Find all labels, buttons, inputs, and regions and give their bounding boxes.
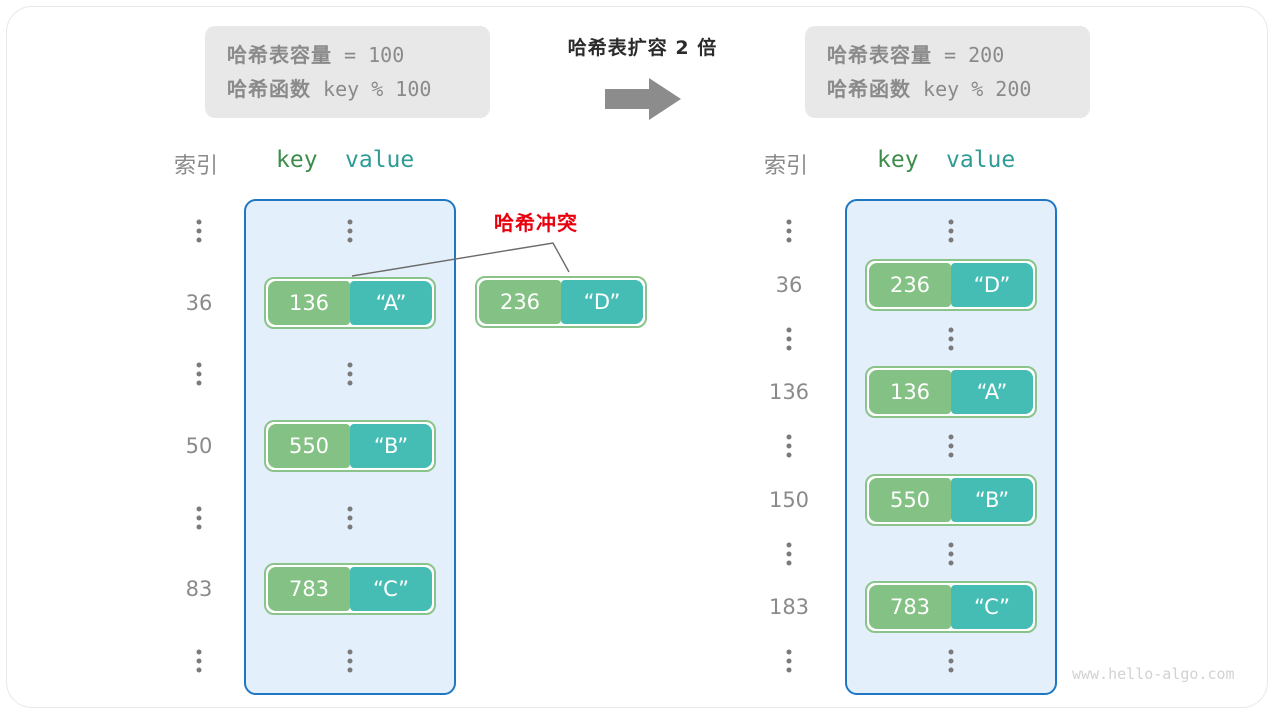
bucket-ellipsis — [347, 649, 353, 673]
bucket-entry-key: 783 — [268, 567, 350, 612]
header-index-right: 索引 — [764, 154, 809, 179]
header-value-right: value — [946, 147, 1016, 173]
index-ellipsis — [196, 649, 202, 673]
index-label: 83 — [185, 577, 213, 602]
bucket-entry-key: 550 — [869, 477, 951, 522]
colliding-entry-key: 236 — [479, 280, 561, 324]
bucket-entry-key: 136 — [869, 370, 951, 415]
index-label: 183 — [768, 595, 810, 620]
bucket-ellipsis — [347, 219, 353, 243]
bucket-entry[interactable]: 236“D” — [865, 258, 1037, 311]
watermark: www.hello-algo.com — [1072, 665, 1235, 683]
bucket-ellipsis — [948, 649, 954, 673]
bucket-entry-value: “B” — [350, 424, 432, 468]
diagram-title: 哈希表扩容 2 倍 — [567, 37, 718, 59]
capacity-label-before: 哈希表容量 — [227, 43, 332, 67]
index-ellipsis — [196, 506, 202, 530]
capacity-expr-before: = 100 — [332, 43, 405, 67]
bucket-entry-value: “B” — [951, 477, 1033, 522]
function-expr-after: key % 200 — [911, 77, 1032, 101]
index-ellipsis — [786, 327, 792, 350]
page-frame — [6, 6, 1268, 708]
bucket-entry-key: 550 — [268, 424, 350, 468]
header-value-left: value — [345, 147, 415, 173]
bucket-entry[interactable]: 550“B” — [264, 420, 436, 472]
colliding-entry-value: “D” — [561, 280, 643, 324]
bucket-ellipsis — [347, 506, 353, 530]
header-index-left: 索引 — [174, 154, 219, 179]
bucket-entry-value: “D” — [951, 262, 1033, 307]
colliding-entry[interactable]: 236 “D” — [475, 276, 647, 328]
bucket-entry-value: “C” — [951, 585, 1033, 630]
right-arrow-icon — [605, 78, 681, 120]
bucket-entry-value: “C” — [350, 567, 432, 612]
index-label: 136 — [768, 380, 810, 405]
bucket-ellipsis — [948, 219, 954, 243]
bucket-entry[interactable]: 783“C” — [865, 581, 1037, 634]
bucket-entry-key: 783 — [869, 585, 951, 630]
function-line-before: 哈希函数 key % 100 — [227, 72, 468, 106]
function-label-before: 哈希函数 — [227, 77, 311, 101]
index-label: 50 — [185, 434, 213, 458]
bucket-ellipsis — [347, 362, 353, 386]
index-label: 36 — [775, 272, 803, 297]
function-line-after: 哈希函数 key % 200 — [827, 72, 1068, 106]
index-ellipsis — [196, 219, 202, 243]
collision-label: 哈希冲突 — [494, 211, 578, 235]
bucket-entry[interactable]: 550“B” — [865, 473, 1037, 526]
function-expr-before: key % 100 — [311, 77, 432, 101]
bucket-entry-key: 236 — [869, 262, 951, 307]
index-ellipsis — [786, 434, 792, 458]
bucket-entry[interactable]: 136“A” — [865, 366, 1037, 419]
info-box-after: 哈希表容量 = 200 哈希函数 key % 200 — [805, 26, 1090, 118]
bucket-ellipsis — [948, 327, 954, 350]
bucket-ellipsis — [948, 434, 954, 458]
capacity-line-before: 哈希表容量 = 100 — [227, 38, 468, 72]
info-box-before: 哈希表容量 = 100 哈希函数 key % 100 — [205, 26, 490, 118]
index-label: 36 — [185, 290, 213, 315]
capacity-line-after: 哈希表容量 = 200 — [827, 38, 1068, 72]
index-ellipsis — [196, 362, 202, 386]
header-key-right: key — [877, 147, 919, 173]
function-label-after: 哈希函数 — [827, 77, 911, 101]
bucket-entry-value: “A” — [951, 370, 1033, 415]
bucket-entry[interactable]: 783“C” — [264, 563, 436, 616]
capacity-label-after: 哈希表容量 — [827, 43, 932, 67]
bucket-ellipsis — [948, 542, 954, 565]
bucket-entry[interactable]: 136“A” — [264, 276, 436, 329]
bucket-entry-key: 136 — [268, 280, 350, 325]
header-key-left: key — [276, 147, 318, 173]
index-ellipsis — [786, 219, 792, 243]
index-ellipsis — [786, 649, 792, 673]
index-ellipsis — [786, 542, 792, 565]
bucket-entry-value: “A” — [350, 280, 432, 325]
capacity-expr-after: = 200 — [932, 43, 1005, 67]
index-label: 150 — [768, 487, 810, 512]
